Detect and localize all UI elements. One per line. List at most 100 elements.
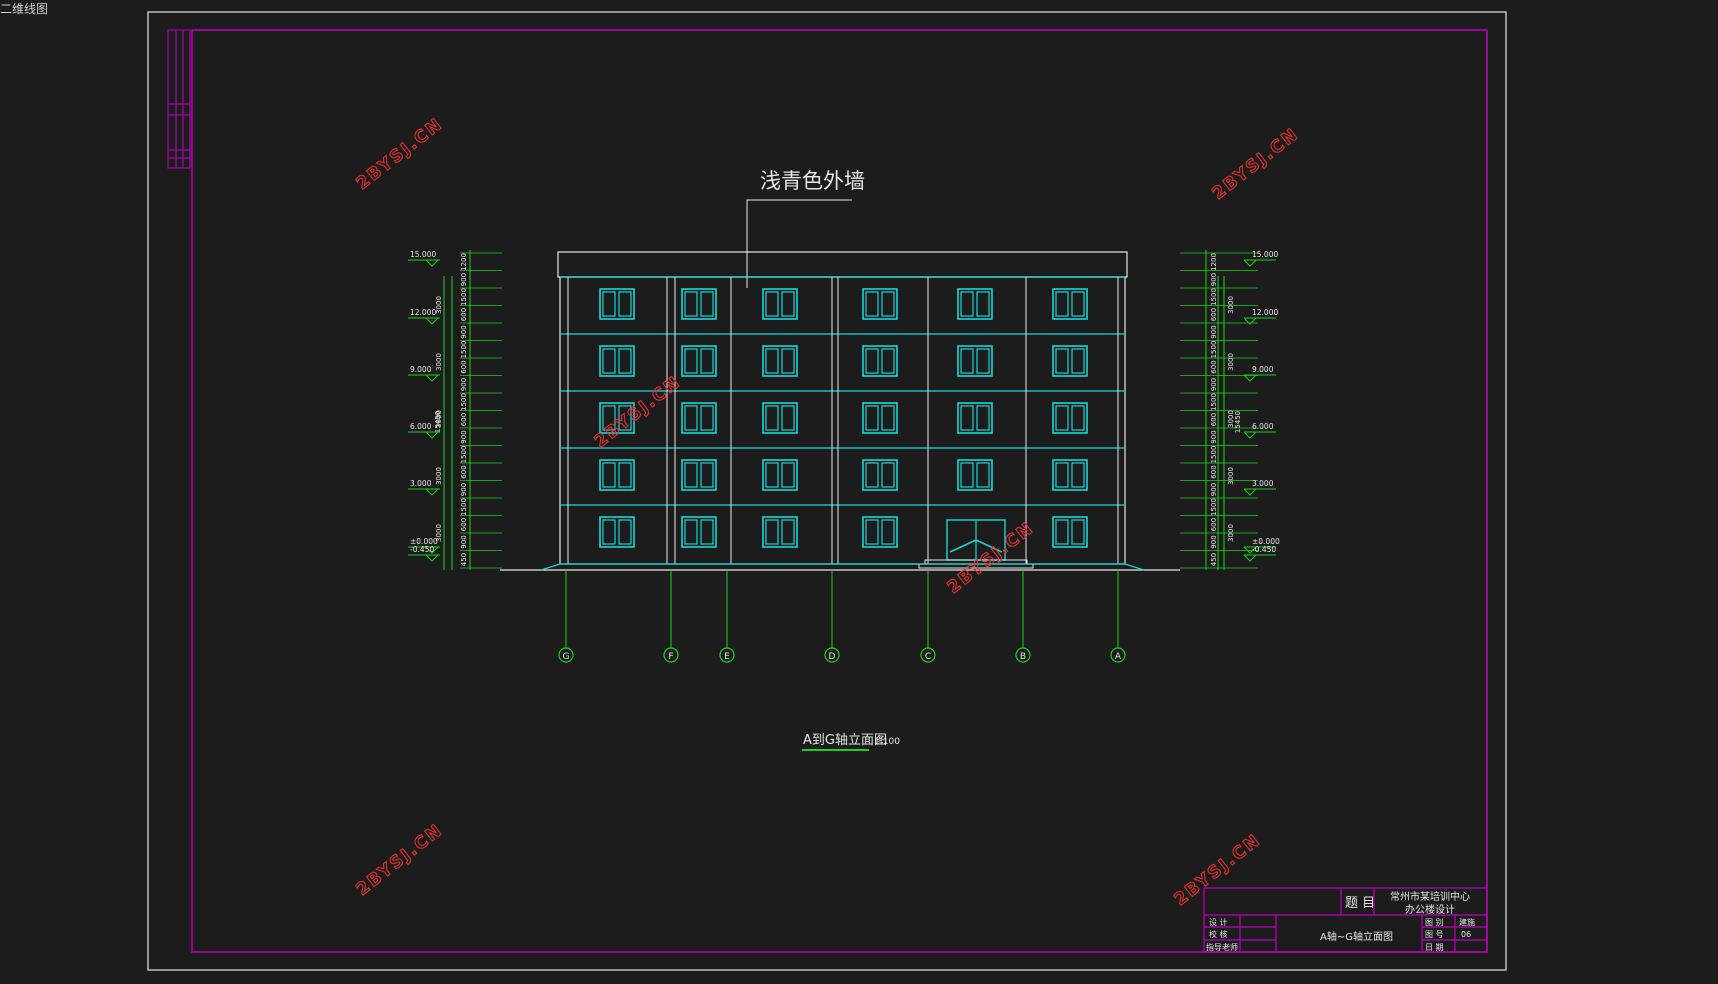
window xyxy=(1052,402,1088,434)
window xyxy=(1052,459,1088,491)
dimension-text: 600 xyxy=(1210,413,1218,426)
dimension-text: 900 xyxy=(460,430,468,443)
window-pane xyxy=(1071,462,1085,488)
dimension-text: 600 xyxy=(1210,360,1218,373)
dimension-text: 900 xyxy=(1210,378,1218,391)
outer-border xyxy=(147,11,1507,971)
dimension-text: 1500 xyxy=(460,341,468,359)
axis-bubble xyxy=(824,647,840,663)
window xyxy=(1052,288,1088,320)
axis-bubble xyxy=(558,647,574,663)
window xyxy=(862,288,898,320)
dimension-text: 3000 xyxy=(435,524,443,542)
dimension-text: 900 xyxy=(460,483,468,496)
window xyxy=(862,459,898,491)
right-dimension-chain: 1200900150060090015006009001500600900150… xyxy=(1180,250,1280,570)
window-pane xyxy=(618,348,632,374)
window-pane xyxy=(602,405,616,431)
level-mark xyxy=(1243,317,1257,325)
dimension-text: 3000 xyxy=(1227,353,1235,371)
level-mark xyxy=(425,431,439,439)
window-pane xyxy=(1055,519,1069,545)
dimension-text: 1500 xyxy=(1210,446,1218,464)
level-mark xyxy=(1243,374,1257,382)
window xyxy=(681,288,717,320)
dimension-text: 600 xyxy=(1210,308,1218,321)
dimension-text: 1500 xyxy=(1210,498,1218,516)
window xyxy=(681,516,717,548)
axis-bubble xyxy=(663,647,679,663)
level-text: 9.000 xyxy=(410,365,432,374)
plinth-slope xyxy=(540,563,1145,571)
window-pane xyxy=(684,348,698,374)
dimension-text: 3000 xyxy=(1227,467,1235,485)
window-pane xyxy=(1071,519,1085,545)
window xyxy=(762,288,798,320)
window-pane xyxy=(781,348,795,374)
window-pane xyxy=(781,462,795,488)
level-text: ±0.000 xyxy=(410,537,438,546)
window-pane xyxy=(1055,405,1069,431)
level-text: 6.000 xyxy=(410,422,432,431)
level-text: 6.000 xyxy=(1252,422,1274,431)
level-mark xyxy=(425,317,439,325)
window-pane xyxy=(1071,291,1085,317)
window-pane xyxy=(684,462,698,488)
dimension-text: 1500 xyxy=(1210,393,1218,411)
window-pane xyxy=(976,462,990,488)
dimension-text: 1200 xyxy=(1210,253,1218,271)
dimension-text: 1500 xyxy=(1210,341,1218,359)
window-pane xyxy=(865,519,879,545)
total-height-text: 15450 xyxy=(434,411,442,433)
dimension-text: 1500 xyxy=(460,498,468,516)
title-block-row-advisor: 指导老师 xyxy=(1206,942,1238,952)
window xyxy=(957,459,993,491)
title-block-project-label: 题 目 xyxy=(1345,896,1375,911)
window-pane xyxy=(618,291,632,317)
dimension-text: 1500 xyxy=(1210,288,1218,306)
window xyxy=(862,516,898,548)
window-pane xyxy=(881,519,895,545)
dimension-text: 600 xyxy=(1210,518,1218,531)
window-pane xyxy=(765,462,779,488)
dimension-text: 1500 xyxy=(460,393,468,411)
window xyxy=(862,345,898,377)
window-pane xyxy=(960,348,974,374)
axis-bubble xyxy=(920,647,936,663)
window-pane xyxy=(700,291,714,317)
window xyxy=(762,459,798,491)
watermark-5: 2BYSJ.CN xyxy=(353,820,447,900)
dimension-text: 600 xyxy=(1210,465,1218,478)
level-mark xyxy=(1243,488,1257,496)
level-mark xyxy=(1243,546,1257,554)
watermark-2: 2BYSJ.CN xyxy=(1209,124,1303,204)
entrance-canopy xyxy=(949,539,1003,553)
title-block-row-design: 设 计 xyxy=(1209,917,1228,927)
axis-label: A xyxy=(1115,652,1122,662)
window xyxy=(957,345,993,377)
axis-label: D xyxy=(829,652,836,662)
window xyxy=(599,402,635,434)
window-pane xyxy=(1071,348,1085,374)
window-pane xyxy=(602,291,616,317)
left-dimension-chain: 1200900150060090015006009001500600900150… xyxy=(408,250,502,570)
level-mark xyxy=(425,259,439,267)
window-pane xyxy=(781,519,795,545)
window xyxy=(1052,516,1088,548)
dimension-text: 3000 xyxy=(435,467,443,485)
window xyxy=(862,402,898,434)
window-pane xyxy=(960,462,974,488)
window-pane xyxy=(618,462,632,488)
window-pane xyxy=(960,405,974,431)
window-pane xyxy=(684,519,698,545)
dimension-text: 3000 xyxy=(435,410,443,428)
window xyxy=(762,345,798,377)
dimension-text: 1500 xyxy=(460,446,468,464)
title-block-row-number: 图 号 xyxy=(1425,930,1444,939)
title-block-project-name-1: 常州市某培训中心 xyxy=(1390,890,1470,903)
window-pane xyxy=(960,291,974,317)
window-pane xyxy=(684,405,698,431)
axis-label: C xyxy=(925,652,931,662)
